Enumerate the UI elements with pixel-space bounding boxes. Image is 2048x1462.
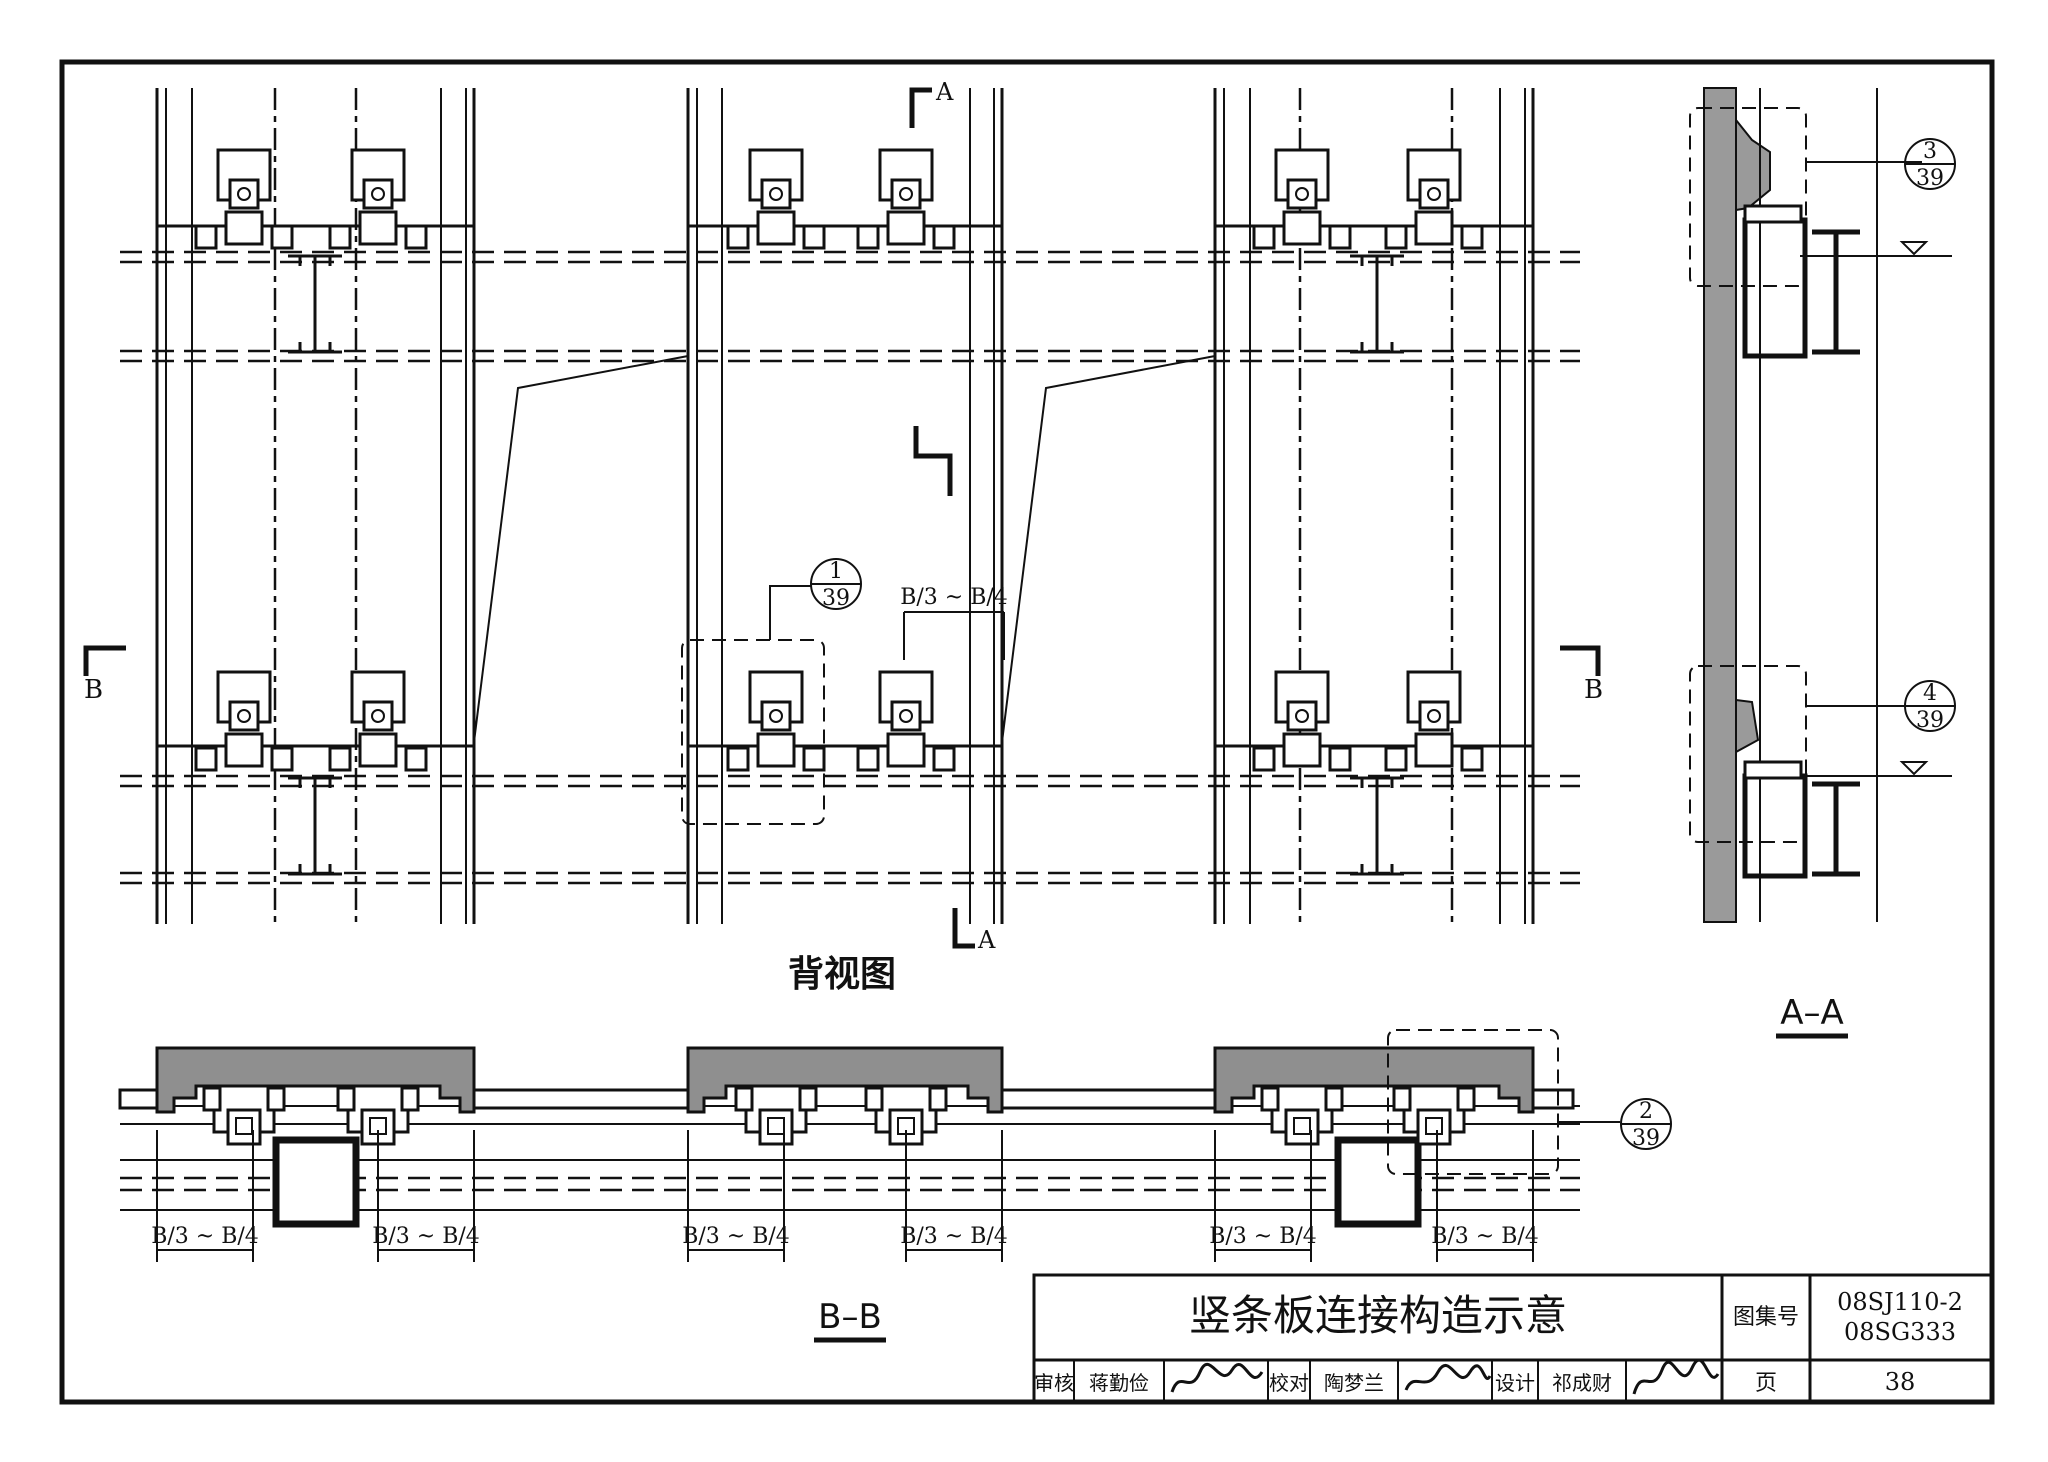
detail-4-boundary [1689,665,1807,843]
title-block: 竖条板连接构造示意 图集号 08SJ110-2 08SG333 页 38 审核 … [1032,1273,1994,1404]
bracket [856,148,956,250]
bb-clip [1260,1084,1344,1146]
bb-dimension: B/3 ~ B/4 [151,1130,259,1262]
bracket [194,148,294,250]
section-bb-title: B–B [818,1297,882,1337]
callout-1-leader [769,585,812,640]
callout-4-number: 4 [1923,681,1937,706]
callout-3-page: 39 [1916,166,1944,191]
design-label: 设计 [1495,1371,1535,1395]
section-aa-title: A–A [1780,993,1844,1033]
detail-1-boundary [681,639,825,825]
section-aa: 3 39 4 39 A–A [1689,87,1956,1039]
bb-dimension: B/3 ~ B/4 [682,1130,790,1262]
designer-signature [1632,1358,1720,1395]
page-label: 页 [1755,1371,1777,1396]
bb-tube-2 [1334,1136,1422,1228]
atlas-number-1: 08SJ110-2 [1837,1288,1963,1316]
back-view-dimension-label: B/3 ~ B/4 [900,585,1008,610]
sheet-border [59,59,1995,1405]
check-label: 校对 [1269,1371,1309,1395]
bracket [328,148,428,250]
bb-dimension: B/3 ~ B/4 [372,1130,480,1262]
bb-tube-1 [272,1136,360,1228]
section-aa-channel-lower [1742,773,1808,879]
vertical-panel-2 [686,88,1004,924]
section-mark-b-right-label: B [1584,675,1603,705]
section-aa-channel-upper [1742,217,1808,359]
designer-name: 祁成财 [1552,1371,1612,1395]
section-mark-a-bottom [952,908,975,949]
detail-3-boundary [1689,107,1807,287]
callout-1-page: 39 [822,586,850,611]
back-view-dimension: B/3 ~ B/4 [900,585,1008,660]
anchor-brackets [194,148,1484,772]
checker-name: 陶梦兰 [1324,1371,1384,1395]
callout-4: 4 39 [1904,680,1956,733]
vertical-panel-1 [155,88,476,924]
bb-dimension-label: B/3 ~ B/4 [1209,1224,1317,1249]
drawing-title: 竖条板连接构造示意 [1189,1291,1567,1340]
bb-dimension-label: B/3 ~ B/4 [151,1224,259,1249]
bb-panel-1 [155,1046,476,1114]
detail-2-boundary [1387,1029,1559,1175]
section-mark-a-bottom-label: A [977,926,996,954]
atlas-number-2: 08SG333 [1844,1318,1956,1346]
section-mark-a-break [913,426,953,496]
vertical-panel-3 [1213,88,1535,924]
callout-2-number: 2 [1639,1099,1653,1124]
bb-clip [734,1084,818,1146]
bb-clip [1392,1084,1476,1146]
bracket [1252,670,1352,772]
bb-dimension: B/3 ~ B/4 [1431,1130,1539,1262]
callout-4-page: 39 [1916,708,1944,733]
reviewer-name: 蒋勤俭 [1089,1371,1149,1395]
section-mark-b-left-label: B [84,675,103,705]
reviewer-signature [1170,1362,1264,1393]
back-view: A A B B 1 39 B/3 ~ B/4 背视图 [83,78,1603,995]
horizontal-beams [120,250,1580,885]
callout-3: 3 39 [1904,138,1956,191]
bb-dimensions: B/3 ~ B/4 B/3 ~ B/4 B/3 ~ B/4 B/3 ~ B/4 B/3 … [151,1130,1539,1262]
bb-panel-2 [686,1046,1004,1114]
bracket [328,670,428,772]
back-view-title: 背视图 [788,954,896,995]
bracket [1252,148,1352,250]
bb-dimension-label: B/3 ~ B/4 [682,1224,790,1249]
bb-dimension-label: B/3 ~ B/4 [372,1224,480,1249]
bracket [1384,670,1484,772]
section-mark-b-left [83,645,126,676]
leader-line-2 [1001,355,1216,743]
bb-dimension-label: B/3 ~ B/4 [900,1224,1008,1249]
bb-clip [864,1084,948,1146]
callout-1: 1 39 [810,558,862,611]
atlas-number-label: 图集号 [1733,1305,1799,1330]
bb-dimension: B/3 ~ B/4 [1209,1130,1317,1262]
bracket [1384,148,1484,250]
bb-strip-1 [472,1088,690,1110]
bb-dimension: B/3 ~ B/4 [900,1130,1008,1262]
leader-line-1 [473,355,689,743]
bracket [856,670,956,772]
bb-dimension-label: B/3 ~ B/4 [1431,1224,1539,1249]
bracket [194,670,294,772]
bb-strip-2 [1000,1088,1218,1110]
callout-2: 2 39 [1620,1098,1672,1151]
section-mark-b-right [1560,645,1601,676]
section-mark-a-top-label: A [935,78,954,106]
review-label: 审核 [1034,1371,1074,1395]
bracket [726,148,826,250]
bb-clip [202,1084,286,1146]
callout-3-number: 3 [1923,139,1937,164]
page-number: 38 [1885,1368,1916,1396]
callout-2-page: 39 [1632,1126,1660,1151]
checker-signature [1404,1363,1492,1391]
bb-clips [202,1084,1476,1146]
bb-panel-3 [1213,1046,1535,1114]
callout-1-number: 1 [829,559,843,584]
section-mark-a-top [909,87,932,128]
bracket [726,670,826,772]
